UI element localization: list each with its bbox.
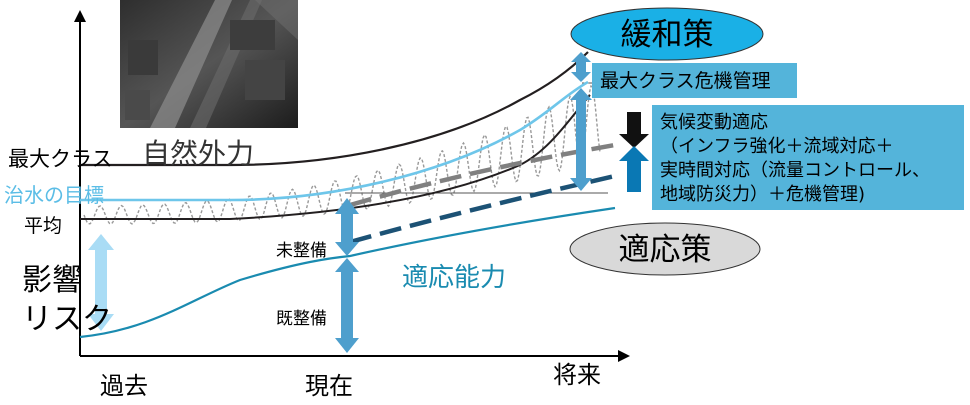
navy-dashed-trend bbox=[349, 173, 616, 245]
unimproved-label: 未整備 bbox=[276, 241, 327, 261]
risk-label: リスク bbox=[22, 302, 112, 337]
climate-box-line-1: 気候変動適応 bbox=[660, 112, 768, 133]
gray-dashed-trend bbox=[349, 142, 616, 208]
adaptive-capacity-label: 適応能力 bbox=[402, 263, 506, 293]
black-down-arrow bbox=[619, 112, 649, 148]
flood-target-label: 治水の目標 bbox=[4, 183, 104, 207]
climate-adaptation-box bbox=[652, 105, 964, 210]
climate-box-line-3: 実時間対応（流量コントロール、 bbox=[660, 160, 930, 181]
impact-label: 影響 bbox=[22, 263, 82, 298]
adaptation-range-arrow bbox=[570, 88, 592, 191]
impact-risk-arrow bbox=[88, 234, 114, 331]
adaptation-label: 適応策 bbox=[619, 232, 712, 268]
x-label-future: 将来 bbox=[553, 361, 601, 389]
improved-arrow bbox=[335, 258, 359, 353]
aerial-flood-photo bbox=[120, 0, 298, 128]
climate-box-line-4: 地域防災力）＋危機管理) bbox=[660, 184, 865, 205]
improved-label: 既整備 bbox=[276, 309, 327, 329]
adaptive-capacity-curve bbox=[79, 206, 616, 339]
climate-box-line-2: （インフラ強化＋流域対応＋ bbox=[660, 136, 893, 157]
mitigation-ellipse bbox=[570, 7, 764, 61]
max-crisis-label: 最大クラス危機管理 bbox=[600, 70, 771, 92]
max-class-label: 最大クラス bbox=[8, 147, 113, 171]
axes bbox=[74, 10, 630, 362]
mitigation-label: 緩和策 bbox=[621, 17, 714, 53]
flood-target-curve bbox=[80, 80, 589, 202]
x-label-present: 現在 bbox=[305, 372, 353, 400]
max-class-curve bbox=[80, 51, 589, 167]
average-label: 平均 bbox=[24, 215, 62, 237]
adaptation-ellipse bbox=[569, 222, 761, 276]
teal-up-arrow bbox=[619, 146, 649, 192]
x-label-past: 過去 bbox=[100, 372, 148, 400]
mitigation-arrow bbox=[571, 52, 591, 82]
natural-force-label: 自然外力 bbox=[142, 137, 254, 170]
oscillation-curve bbox=[83, 84, 601, 225]
unimproved-arrow bbox=[335, 198, 359, 256]
max-crisis-box bbox=[592, 63, 797, 98]
average-curve bbox=[80, 94, 591, 220]
